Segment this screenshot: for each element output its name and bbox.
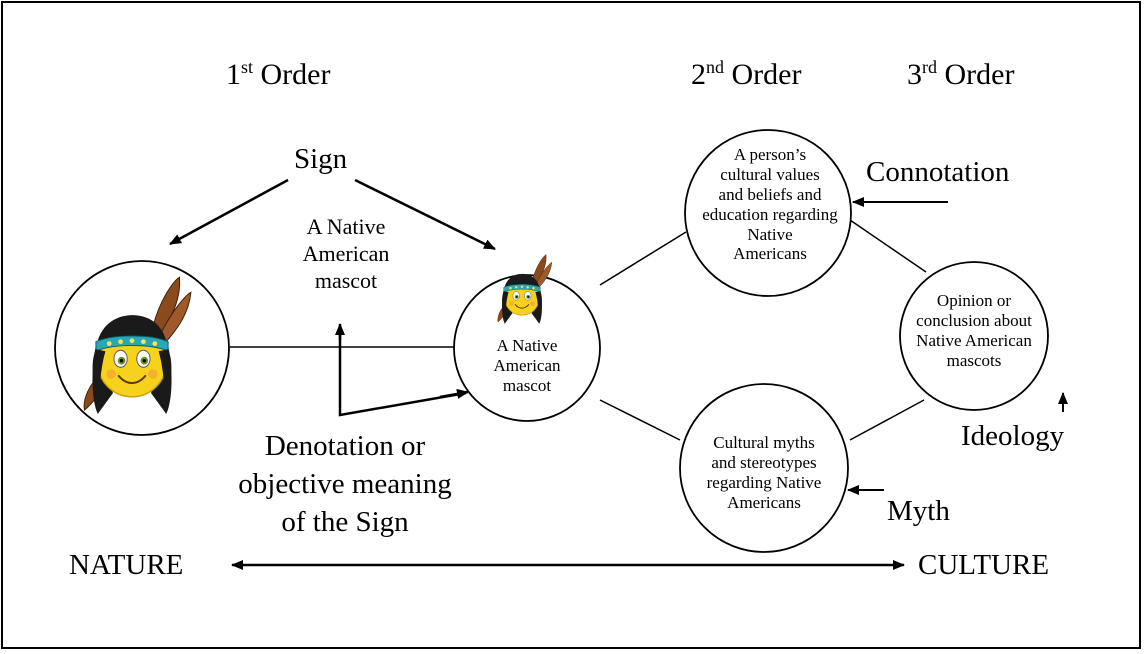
signifier-text: A Native American mascot	[302, 214, 390, 293]
myth-node-text: Cultural myths and stereotypes regarding…	[706, 433, 822, 512]
connotation-circle	[684, 129, 852, 297]
myth-circle	[679, 383, 849, 553]
nature-label: NATURE	[69, 549, 184, 581]
mascot-node-text: A Native American mascot	[493, 336, 561, 395]
ideology-label: Ideology	[961, 420, 1065, 452]
ideology-circle	[899, 261, 1049, 411]
ideology-node-text: Opinion or conclusion about Native Ameri…	[916, 291, 1032, 370]
sign-label: Sign	[294, 143, 348, 175]
myth-label: Myth	[887, 495, 950, 527]
culture-label: CULTURE	[918, 549, 1050, 581]
connotation-label: Connotation	[866, 156, 1010, 188]
third-order-header: 3rd Order	[907, 57, 1015, 91]
second-order-header: 2nd Order	[691, 57, 802, 91]
denotation-text: Denotation or objective meaning of the S…	[238, 430, 452, 538]
first-order-header: 1st Order	[226, 57, 331, 91]
connotation-node-text: A person’s cultural values and beliefs a…	[702, 145, 838, 264]
